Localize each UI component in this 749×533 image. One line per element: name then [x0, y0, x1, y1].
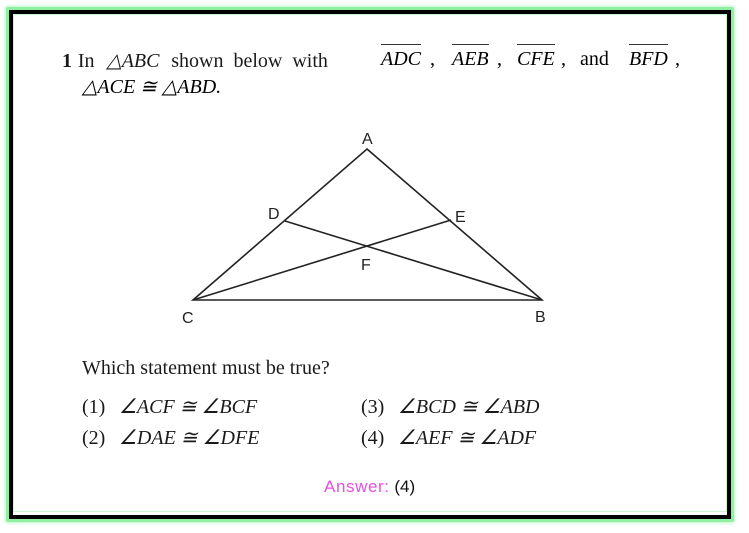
congruence-statement: △ACE ≅ △ABD.	[82, 76, 222, 98]
answer-line: Answer: (4)	[324, 477, 415, 497]
segment-separator: ,	[561, 48, 566, 70]
segment-aeb: AEB	[452, 44, 489, 71]
segment-bfd-line	[284, 220, 543, 301]
option-3[interactable]: (3) ∠BCD ≅ ∠ABD	[361, 394, 540, 419]
option-expression: ∠DAE ≅ ∠DFE	[119, 427, 260, 449]
question-shown-text: shown below with	[171, 50, 328, 72]
question-intro: In	[77, 50, 95, 72]
question-prompt: Which statement must be true?	[82, 357, 330, 379]
segment-bfd-text: BFD	[629, 44, 668, 70]
question-stem-line-1: 1 In △ABC shown below with	[62, 48, 328, 73]
option-expression: ∠AEF ≅ ∠ADF	[398, 427, 537, 449]
segment-separator: ,	[675, 48, 680, 70]
label-e: E	[455, 209, 466, 226]
triangle-abc	[190, 147, 545, 301]
label-c: C	[182, 310, 194, 327]
segment-adc: ADC	[381, 44, 421, 71]
option-number: (1)	[82, 396, 106, 418]
option-expression: ∠ACF ≅ ∠BCF	[119, 396, 258, 418]
segment-bfd: BFD	[629, 44, 668, 71]
option-2[interactable]: (2) ∠DAE ≅ ∠DFE	[82, 425, 259, 450]
segment-cfe-text: CFE	[517, 44, 555, 70]
segment-cfe: CFE	[517, 44, 555, 71]
segment-separator: ,	[430, 48, 435, 70]
answer-label: Answer:	[324, 477, 390, 496]
and-text: and	[580, 48, 609, 70]
option-number: (3)	[361, 396, 385, 418]
segment-separator: ,	[497, 48, 502, 70]
option-number: (4)	[361, 427, 385, 449]
option-1[interactable]: (1) ∠ACF ≅ ∠BCF	[82, 394, 257, 419]
segment-adc-text: ADC	[381, 44, 421, 70]
label-f: F	[361, 257, 371, 274]
triangle-lines	[190, 147, 545, 301]
segment-aeb-text: AEB	[452, 44, 489, 70]
answer-value: (4)	[394, 477, 416, 496]
question-card	[9, 10, 731, 519]
option-number: (2)	[82, 427, 106, 449]
option-expression: ∠BCD ≅ ∠ABD	[398, 396, 540, 418]
segment-cfe-line	[192, 219, 452, 301]
label-d: D	[268, 206, 280, 223]
option-4[interactable]: (4) ∠AEF ≅ ∠ADF	[361, 425, 536, 450]
triangle-name: △ABC	[106, 50, 160, 72]
question-number: 1	[62, 50, 72, 72]
label-a: A	[362, 131, 373, 148]
label-b: B	[535, 309, 546, 326]
